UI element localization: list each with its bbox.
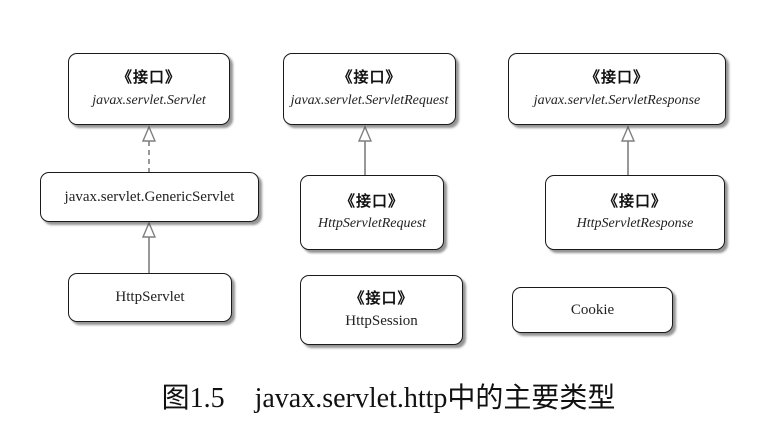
stereotype-label: 《接口》	[339, 193, 404, 210]
generalization-arrow-httpservlet-to-genericservlet	[141, 221, 157, 273]
stereotype-label: 《接口》	[337, 70, 402, 87]
class-name: javax.servlet.GenericServlet	[64, 188, 235, 205]
stereotype-label: 《接口》	[349, 291, 414, 308]
interface-name: javax.servlet.Servlet	[92, 92, 206, 108]
interface-name: HttpServletResponse	[576, 216, 694, 232]
box-servlet-response-interface: 《接口》 javax.servlet.ServletResponse	[508, 53, 726, 125]
box-cookie: Cookie	[512, 287, 673, 333]
box-servlet-interface: 《接口》 javax.servlet.Servlet	[68, 53, 230, 125]
realization-arrow-genericservlet-to-servlet	[141, 125, 157, 172]
box-http-servlet-request-interface: 《接口》 HttpServletRequest	[300, 175, 444, 250]
stereotype-label: 《接口》	[584, 70, 649, 87]
class-name: Cookie	[570, 301, 615, 318]
interface-name: HttpSession	[345, 312, 418, 329]
stereotype-label: 《接口》	[116, 70, 181, 87]
generalization-arrow-httpservletresponse-to-servletresponse	[620, 125, 636, 175]
interface-name: javax.servlet.ServletRequest	[290, 92, 449, 108]
figure-number: 图1.5	[161, 383, 225, 414]
box-servlet-request-interface: 《接口》 javax.servlet.ServletRequest	[283, 53, 456, 125]
figure-title: javax.servlet.http中的主要类型	[254, 383, 616, 414]
interface-name: javax.servlet.ServletResponse	[533, 92, 701, 108]
stereotype-label: 《接口》	[602, 193, 667, 210]
box-generic-servlet: javax.servlet.GenericServlet	[40, 172, 259, 222]
interface-name: HttpServletRequest	[317, 216, 427, 232]
box-http-session-interface: 《接口》 HttpSession	[300, 275, 463, 345]
generalization-arrow-httpservletrequest-to-servletrequest	[357, 125, 373, 175]
box-http-servlet: HttpServlet	[68, 273, 232, 322]
class-name: HttpServlet	[115, 289, 185, 305]
box-http-servlet-response-interface: 《接口》 HttpServletResponse	[545, 175, 725, 250]
figure-caption: 图1.5 javax.servlet.http中的主要类型	[0, 376, 777, 416]
